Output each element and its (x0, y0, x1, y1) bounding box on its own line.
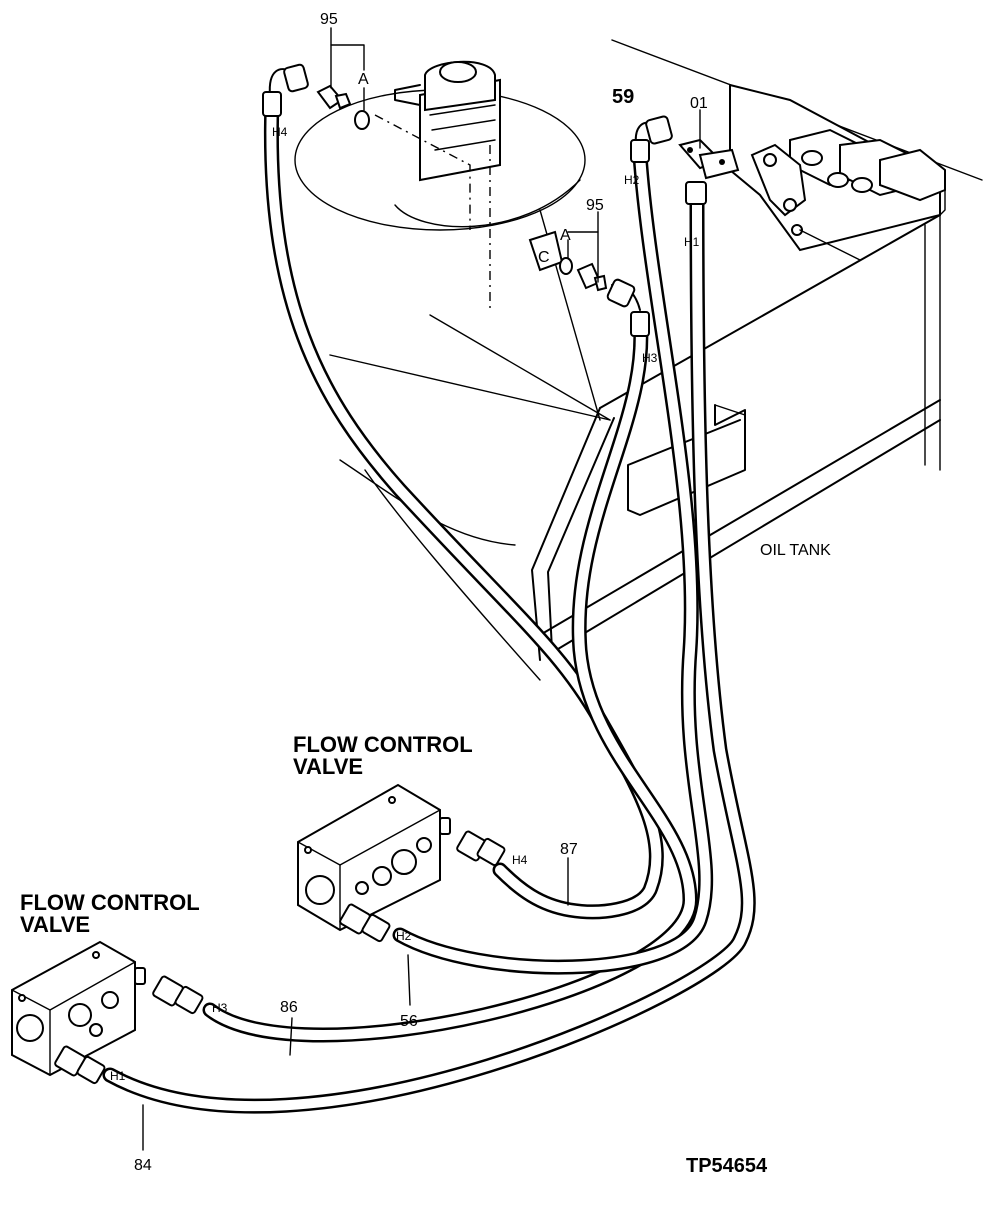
flow-control-valve-lower (11, 940, 204, 1085)
label-flow-control-valve-lower-2: VALVE (20, 912, 90, 937)
hose-tag-h1-top: H1 (684, 235, 700, 249)
hose-tag-h3-bottom: H3 (212, 1001, 228, 1015)
label-95-top: 95 (320, 11, 338, 28)
label-84: 84 (134, 1157, 152, 1174)
hose-tag-h2-top: H2 (624, 173, 640, 187)
tank-breather-cap (294, 60, 586, 310)
leader-lines-bottom (142, 857, 569, 1151)
oil-tank (329, 39, 983, 681)
leader-lines-top (330, 27, 701, 283)
label-87: 87 (560, 841, 578, 858)
label-flow-control-valve-upper-2: VALVE (293, 754, 363, 779)
hose-bundle (102, 92, 756, 1114)
label-59: 59 (612, 86, 634, 108)
part-labels: 95 A 95 A 59 01 OIL TANK FLOW CONTROL VA… (20, 11, 831, 1177)
pump-manifold (729, 83, 946, 261)
top-fittings: C (262, 63, 740, 337)
hose-tag-h3-top: H3 (642, 351, 658, 365)
label-86: 86 (280, 999, 298, 1016)
hose-tags: H4 H2 H1 H3 H4 H2 H3 H1 (110, 125, 700, 1083)
flow-control-valve-upper (297, 783, 506, 943)
label-flow-control-valve-lower-1: FLOW CONTROL (20, 890, 200, 915)
hose-tag-h1-bottom: H1 (110, 1069, 126, 1083)
figure-reference: TP54654 (686, 1155, 768, 1177)
label-a-mid: A (560, 227, 571, 244)
label-oil-tank: OIL TANK (760, 542, 831, 559)
label-56: 56 (400, 1013, 418, 1030)
hose-tag-h4-bottom: H4 (512, 853, 528, 867)
hose-tag-h4-top: H4 (272, 125, 288, 139)
hose-tag-h2-bottom: H2 (396, 929, 412, 943)
label-a-top: A (358, 71, 369, 88)
label-flow-control-valve-upper-1: FLOW CONTROL (293, 732, 473, 757)
svg-text:C: C (538, 249, 550, 266)
label-01: 01 (690, 95, 708, 112)
label-95-mid: 95 (586, 197, 604, 214)
